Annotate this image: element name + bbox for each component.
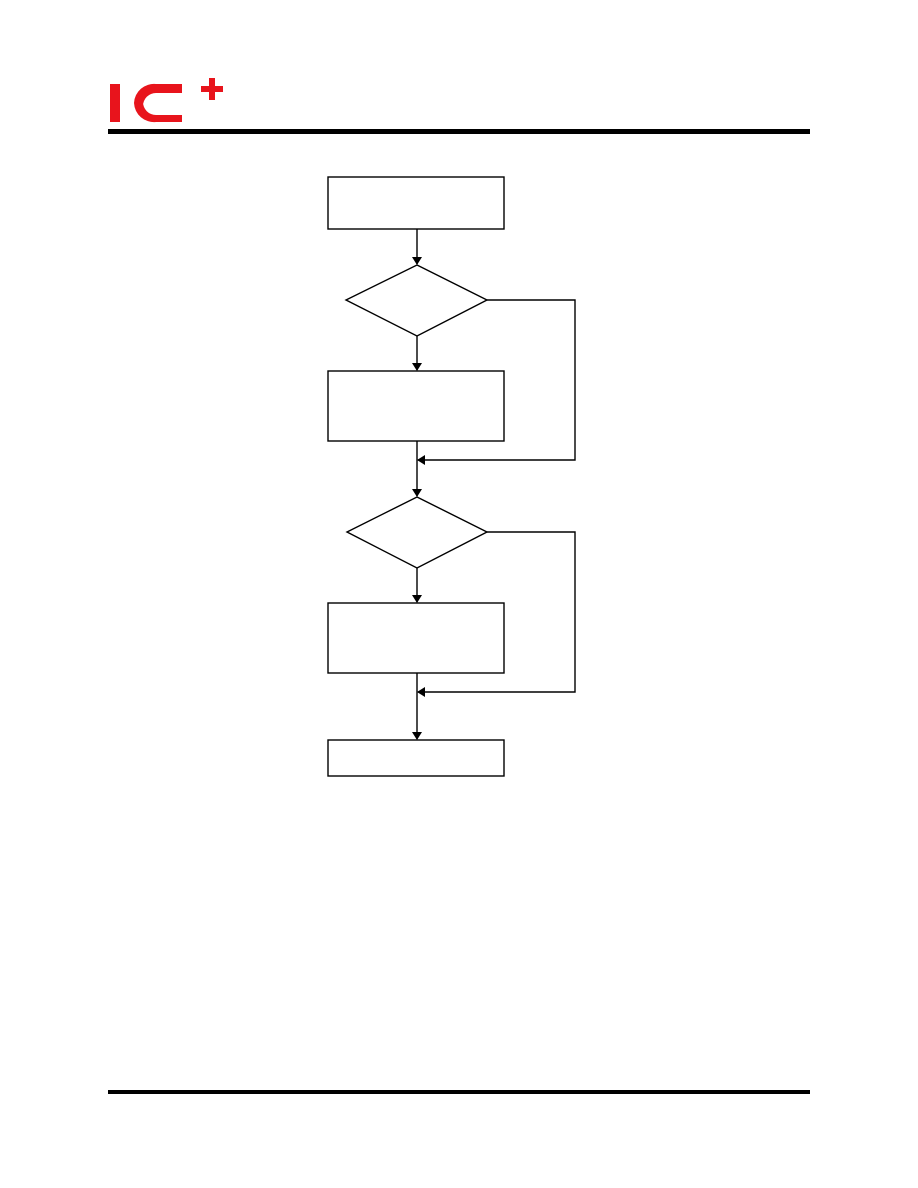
ic-plus-logo [110, 78, 223, 123]
header-rule [108, 129, 810, 134]
bypass-line-decision2 [417, 531, 576, 697]
process-box-3 [327, 602, 505, 674]
decision-diamond-2 [345, 496, 489, 569]
footer-rule [108, 1090, 810, 1094]
decision-diamond-1 [344, 264, 489, 337]
end-box [327, 739, 505, 777]
process-box-1 [327, 176, 505, 230]
process-box-2 [327, 370, 505, 442]
bypass-line-decision1 [417, 299, 576, 465]
